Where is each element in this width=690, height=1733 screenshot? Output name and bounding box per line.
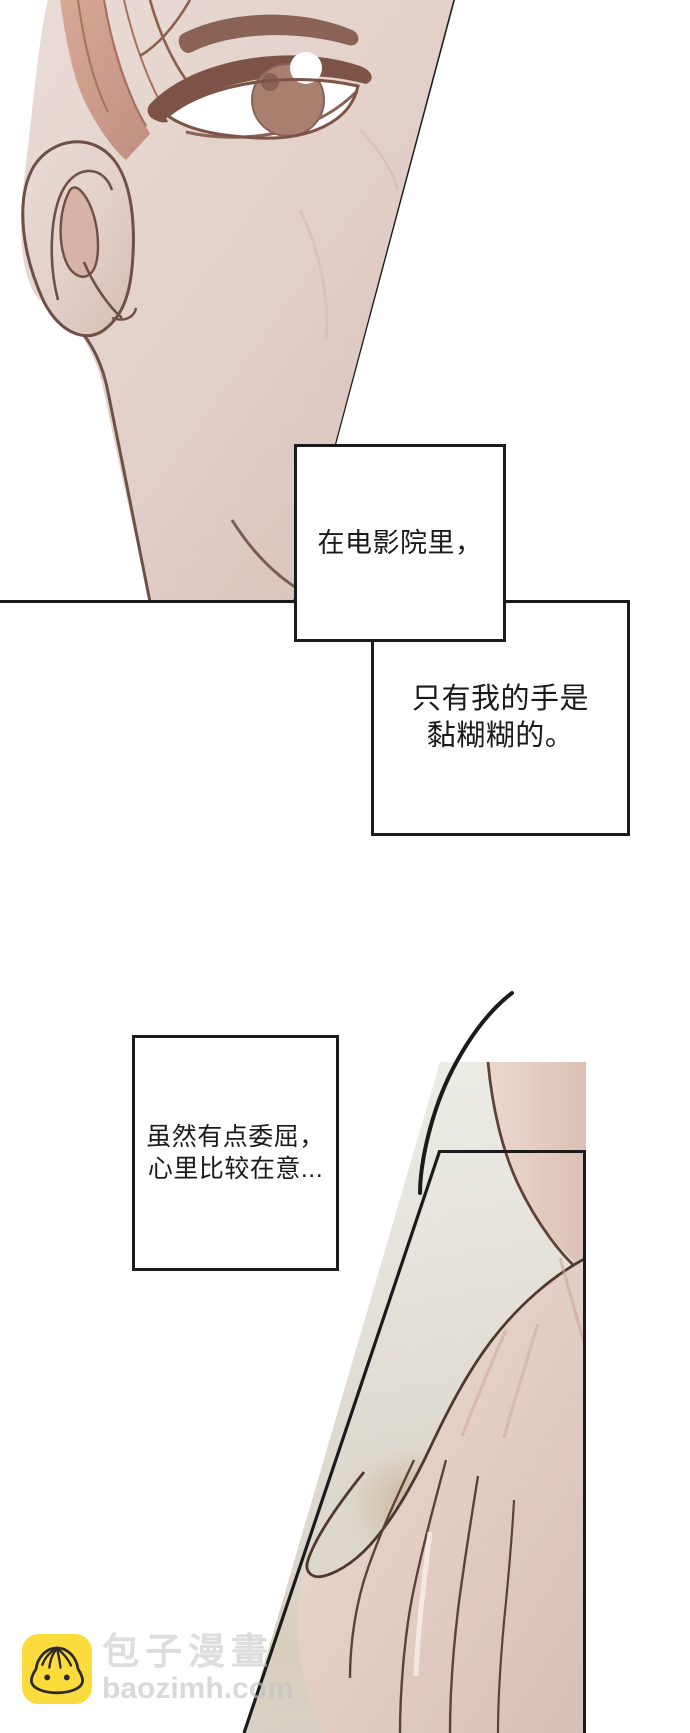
textbox-sticky-content: 只有我的手是 黏糊糊的。: [412, 681, 589, 755]
panel-face-bottom-border: [0, 600, 296, 603]
watermark-url: baozimh.com: [102, 1671, 294, 1705]
watermark: 包子漫畫 baozimh.com: [22, 1617, 322, 1721]
textbox-upset-line-1: 虽然有点委屈，: [146, 1123, 325, 1151]
textbox-sticky-line-1: 只有我的手是: [411, 682, 589, 715]
watermark-title: 包子漫畫: [102, 1631, 274, 1673]
textbox-upset-line-2: 心里比较在意...: [147, 1155, 324, 1183]
baozi-bun-logo-icon: [22, 1634, 92, 1704]
panel-hand-top-border: [440, 1150, 586, 1153]
textbox-upset-content: 虽然有点委屈， 心里比较在意...: [146, 1121, 325, 1185]
textbox-cinema: 在电影院里，: [294, 444, 506, 642]
textbox-upset: 虽然有点委屈， 心里比较在意...: [132, 1035, 339, 1271]
textbox-sticky-line-2: 黏糊糊的。: [426, 720, 575, 752]
watermark-text: 包子漫畫 baozimh.com: [102, 1631, 294, 1705]
textbox-cinema-line-1: 在电影院里，: [317, 527, 483, 558]
textbox-cinema-content: 在电影院里，: [318, 526, 483, 561]
panel-hand-right-border: [583, 1151, 586, 1733]
